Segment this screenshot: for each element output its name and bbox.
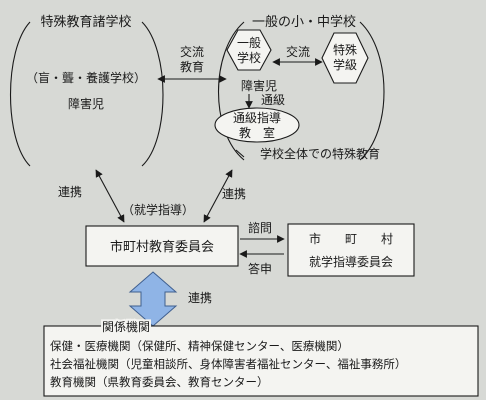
resource-room-line2: 教 室 — [239, 125, 275, 140]
guidance-committee-line1: 市 町 村 — [309, 231, 393, 246]
general-class-hexagon — [226, 29, 272, 71]
special-schools-type: （盲・聾・養護学校） — [26, 70, 146, 85]
commute-label: 通級 — [261, 93, 285, 107]
related-agency-item: 保健・医療機関（保健所、精神保健センター、医療機関） — [50, 339, 349, 353]
special-schools-bracket-right — [141, 21, 164, 167]
regular-schools-caption: 学校全体での特殊教育 — [260, 146, 380, 161]
exchange-education-line1: 交流 — [180, 44, 204, 59]
regular-schools-bracket-left — [217, 21, 245, 161]
collaboration-label: 連携 — [188, 290, 212, 305]
related-agencies-title: 関係機関 — [102, 319, 150, 334]
exchange-education-line2: 教育 — [180, 59, 204, 74]
special-schools-group: 特殊教育諸学校 （盲・聾・養護学校） 障害児 — [10, 14, 164, 167]
guidance-committee-box — [287, 223, 415, 277]
special-class-hexagon — [321, 32, 369, 84]
board-of-education-label: 市町村教育委員会 — [110, 239, 214, 255]
caption-pointer — [235, 149, 245, 158]
regular-schools-children: 障害児 — [241, 78, 277, 93]
consult-label: 諮問 — [248, 221, 272, 235]
special-schools-bracket-left — [10, 21, 31, 167]
resource-room-line1: 通級指導 — [233, 110, 281, 125]
special-schools-title: 特殊教育諸学校 — [40, 14, 131, 30]
related-agency-item: 教育機関（県教育委員会、教育センター） — [50, 375, 269, 389]
special-class-line1: 特殊 — [333, 42, 357, 57]
related-agencies-box — [43, 325, 479, 397]
left-link-arrow — [95, 169, 125, 223]
resource-room-ellipse — [214, 107, 300, 143]
report-label: 答申 — [248, 261, 272, 276]
inner-exchange-label: 交流 — [286, 44, 310, 59]
board-of-education-box — [85, 225, 239, 267]
regular-schools-bracket-right — [359, 21, 385, 161]
regular-schools-title: 一般の小・中学校 — [252, 14, 356, 30]
regular-schools-group: 一般の小・中学校 一般 学校 交流 特殊 学級 障害児 通級 通級指導 教 室 … — [214, 14, 385, 161]
right-link-label: 連携 — [222, 186, 246, 201]
related-agency-item: 社会福祉機関（児童相談所、身体障害者福祉センター、福祉事務所） — [50, 357, 406, 371]
guidance-committee-line2: 就学指導委員会 — [309, 254, 393, 269]
school-guidance-label: （就学指導） — [122, 202, 194, 217]
collaboration-arrow — [128, 271, 178, 327]
general-class-line1: 一般 — [237, 35, 261, 50]
right-link-arrow — [203, 169, 233, 223]
general-class-line2: 学校 — [237, 50, 261, 65]
special-schools-children: 障害児 — [68, 96, 104, 111]
left-link-label: 連携 — [58, 184, 82, 199]
special-class-line2: 学級 — [333, 57, 357, 72]
